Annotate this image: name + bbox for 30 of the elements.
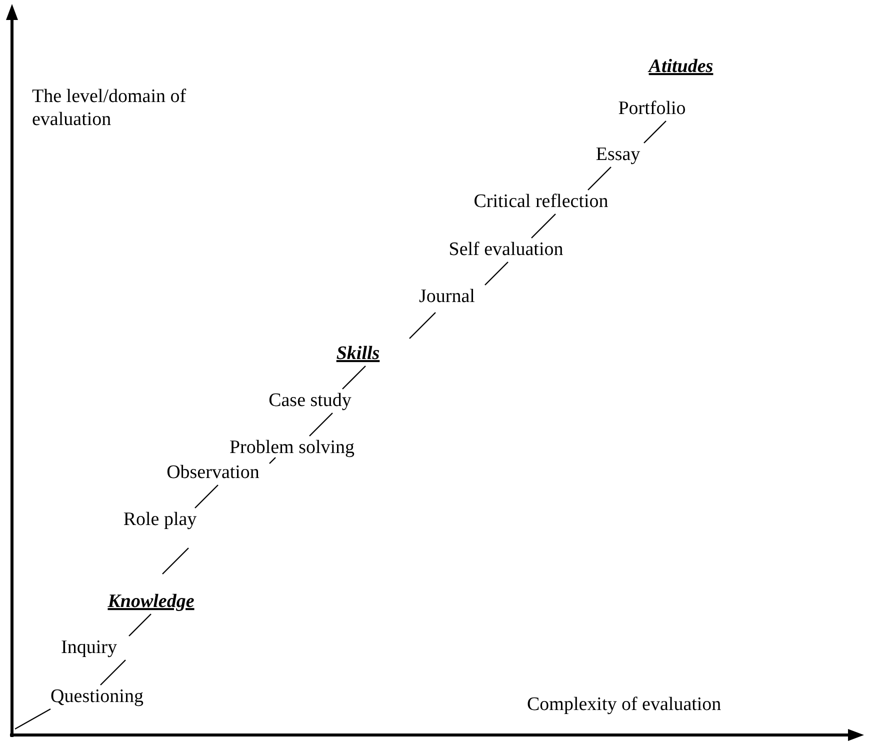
connector-line [644, 120, 666, 144]
domain-heading: Knowledge [108, 591, 194, 613]
domain-heading: Skills [336, 343, 380, 365]
method-label: Role play [123, 509, 197, 531]
method-label: Journal [419, 286, 475, 308]
connector-line [194, 484, 218, 508]
domain-heading: Atitudes [648, 56, 714, 78]
method-label: Portfolio [618, 98, 686, 120]
connector-line [100, 660, 126, 686]
method-label: Essay [596, 144, 640, 166]
method-label: Case study [268, 390, 352, 412]
connector-line [588, 166, 612, 190]
method-label: Self evaluation [448, 239, 564, 261]
connector-line [484, 262, 508, 286]
method-label: Problem solving [229, 437, 355, 459]
horizontal-axis [10, 729, 864, 741]
method-label: Questioning [50, 686, 144, 708]
method-label: Inquiry [61, 637, 117, 659]
connector-line [14, 708, 51, 730]
connector-line [531, 214, 556, 238]
connector-line [409, 312, 436, 339]
method-label: Critical reflection [474, 191, 608, 213]
connector-line [128, 614, 152, 636]
connector-line [342, 366, 366, 390]
x-axis-label: Complexity of evaluation [527, 694, 722, 717]
method-label: Observation [166, 462, 260, 484]
connector-line [269, 457, 276, 464]
y-axis-label: The level/domain of evaluation [32, 86, 188, 132]
connector-line [162, 548, 189, 574]
connector-line [309, 412, 333, 436]
